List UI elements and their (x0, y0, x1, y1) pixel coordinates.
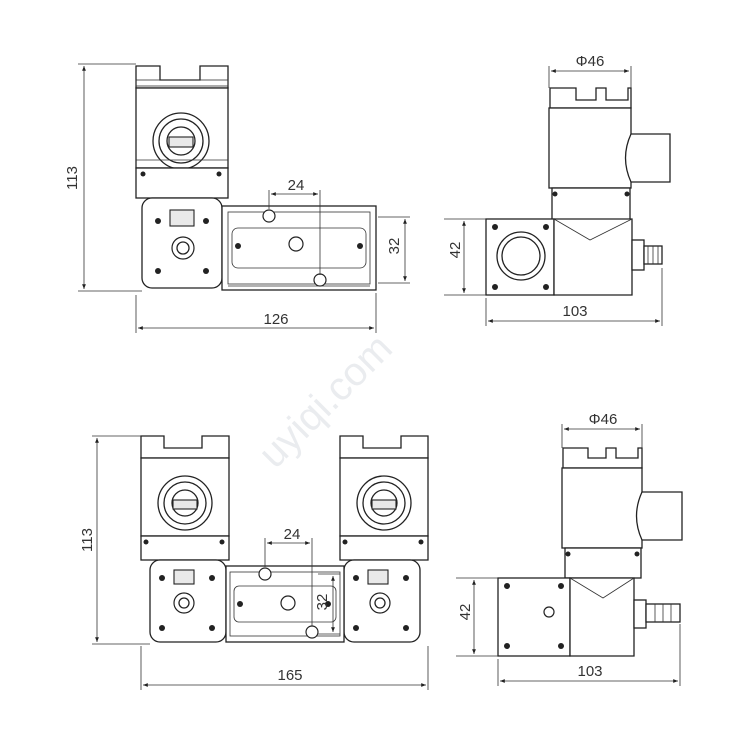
side-view-top (485, 87, 671, 296)
body-height-label-bottom: 32 (314, 594, 331, 611)
body-height-label-top: 32 (386, 238, 403, 255)
width-label-bottom: 165 (277, 667, 302, 684)
dimension-pitch-top-front: 24 (268, 177, 321, 275)
pitch-label-top: 24 (288, 177, 305, 194)
dimension-height-top-side: 42 (444, 218, 486, 296)
front-view-single (135, 65, 377, 291)
dimension-height-bottom-side: 42 (456, 577, 498, 657)
diameter-label-bottom: Φ46 (589, 411, 618, 428)
dimension-pitch-bottom-front: 24 (264, 526, 313, 626)
dimension-diameter-bottom-side: Φ46 (561, 411, 643, 448)
front-view-double (140, 435, 429, 643)
dimension-width-bottom-front: 165 (140, 646, 429, 690)
diameter-label-top: Φ46 (576, 53, 605, 70)
dimension-width-top-side: 103 (485, 268, 663, 326)
dimension-diameter-top-side: Φ46 (548, 53, 632, 88)
height-label-top: 113 (64, 166, 81, 190)
dimension-width-top-front: 126 (135, 293, 377, 333)
height-label-bottom: 113 (79, 528, 96, 552)
side-view-bottom (497, 447, 683, 657)
dimension-height-bottom-front: 113 (79, 435, 150, 645)
width-label-side-top: 103 (562, 303, 587, 320)
dimension-height-top-front: 113 (64, 63, 142, 292)
height-label-side-bottom: 42 (457, 604, 474, 621)
dimension-body-bottom-front: 32 (314, 573, 340, 635)
width-label-side-bottom: 103 (577, 663, 602, 680)
pitch-label-bottom: 24 (284, 526, 301, 543)
height-label-side-top: 42 (447, 242, 464, 259)
dimension-body-top-front: 32 (378, 216, 410, 284)
width-label-top: 126 (263, 311, 288, 328)
dimension-width-bottom-side: 103 (497, 624, 681, 686)
